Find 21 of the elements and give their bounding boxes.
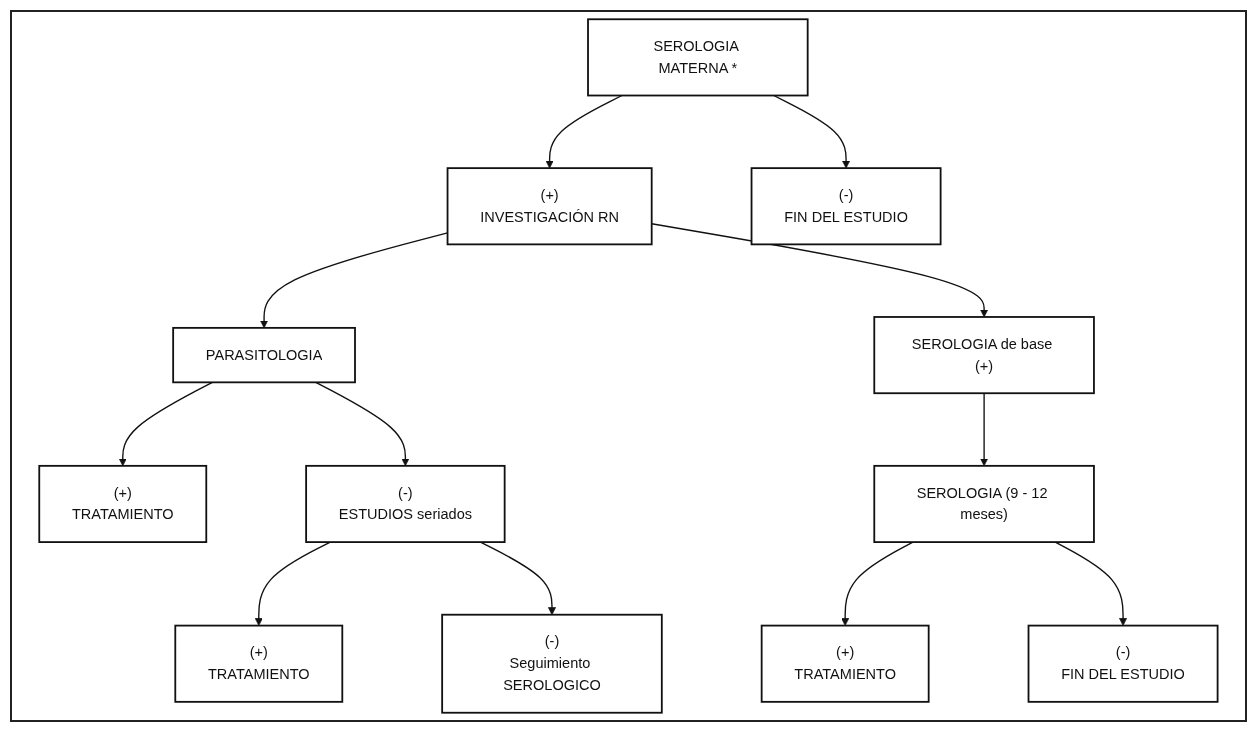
arrow: [1054, 541, 1128, 626]
node-box: (-) Seguimiento SEROLOGICO: [441, 613, 663, 714]
arrow: [980, 392, 989, 467]
arrow: [773, 94, 851, 169]
node-box: (-) ESTUDIOS seriados: [305, 464, 506, 543]
node-box: SEROLOGIA MATERNA *: [587, 18, 809, 97]
node-box: (+) TRATAMIENTO: [760, 624, 930, 703]
node-box: (+) INVESTIGACIÓN RN: [446, 167, 653, 246]
arrow: [118, 381, 214, 467]
arrow: [315, 381, 410, 467]
node-box: SEROLOGIA (9 - 12 meses): [873, 464, 1095, 543]
node-box: SEROLOGIA de base (+): [873, 316, 1095, 395]
node-box: (+) TRATAMIENTO: [38, 464, 208, 543]
node-box: (-) FIN DEL ESTUDIO: [750, 167, 942, 246]
node-box: PARASITOLOGIA: [172, 326, 356, 384]
node-box: (+) TRATAMIENTO: [174, 624, 344, 703]
node-box: (-) FIN DEL ESTUDIO: [1027, 624, 1219, 703]
arrow: [479, 541, 557, 616]
arrow: [841, 541, 914, 626]
arrow: [651, 223, 989, 318]
arrow: [545, 94, 623, 169]
